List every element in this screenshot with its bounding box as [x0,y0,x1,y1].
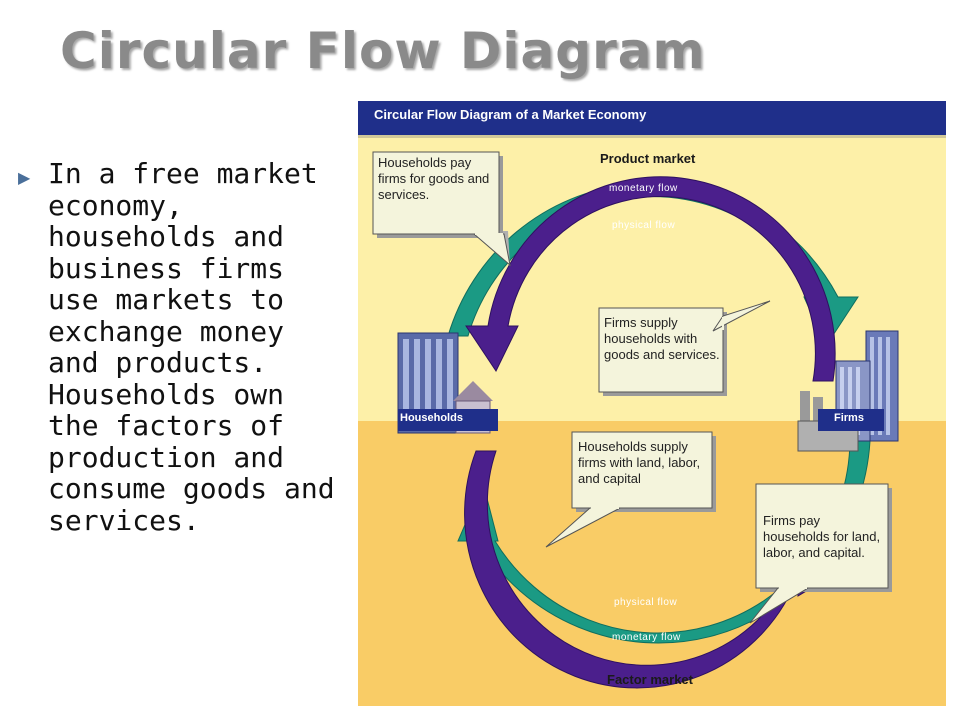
circular-flow-diagram: Circular Flow Diagram of a Market Econom… [358,101,946,706]
firms-label: Firms [834,412,864,424]
top-monetary-flow-label: monetary flow [609,183,678,194]
physical-flow-ring-top [465,176,836,382]
diagram-header-bar [358,101,946,135]
callout-households-supply-text: Households supply firms with land, labor… [578,439,701,486]
bottom-physical-flow-label: physical flow [614,597,678,608]
bullet-arrow-icon: ▶ [18,168,31,187]
callout-households-supply [545,431,716,548]
factor-market-label: Factor market [607,672,693,687]
callout-firms-pay-text: Firms pay households for land, labor, an… [763,513,881,560]
callout-firms-supply-text: Firms supply households with goods and s… [604,315,720,362]
top-physical-flow-label: physical flow [612,220,676,231]
callout-households-pay-text: Households pay firms for goods and servi… [378,155,490,202]
bottom-monetary-flow-label: monetary flow [612,632,681,643]
households-label-box [398,409,498,431]
bullet-text: In a free market economy, households and… [48,157,335,537]
slide-title: Circular Flow Diagram [60,22,706,80]
product-market-label: Product market [600,151,696,166]
callout-firms-pay [749,483,892,624]
callout-firms-supply [598,300,771,396]
diagram-title: Circular Flow Diagram of a Market Econom… [374,107,647,122]
firms-label-box [818,409,884,431]
households-label: Households [400,412,463,424]
callout-households-pay [372,151,511,267]
